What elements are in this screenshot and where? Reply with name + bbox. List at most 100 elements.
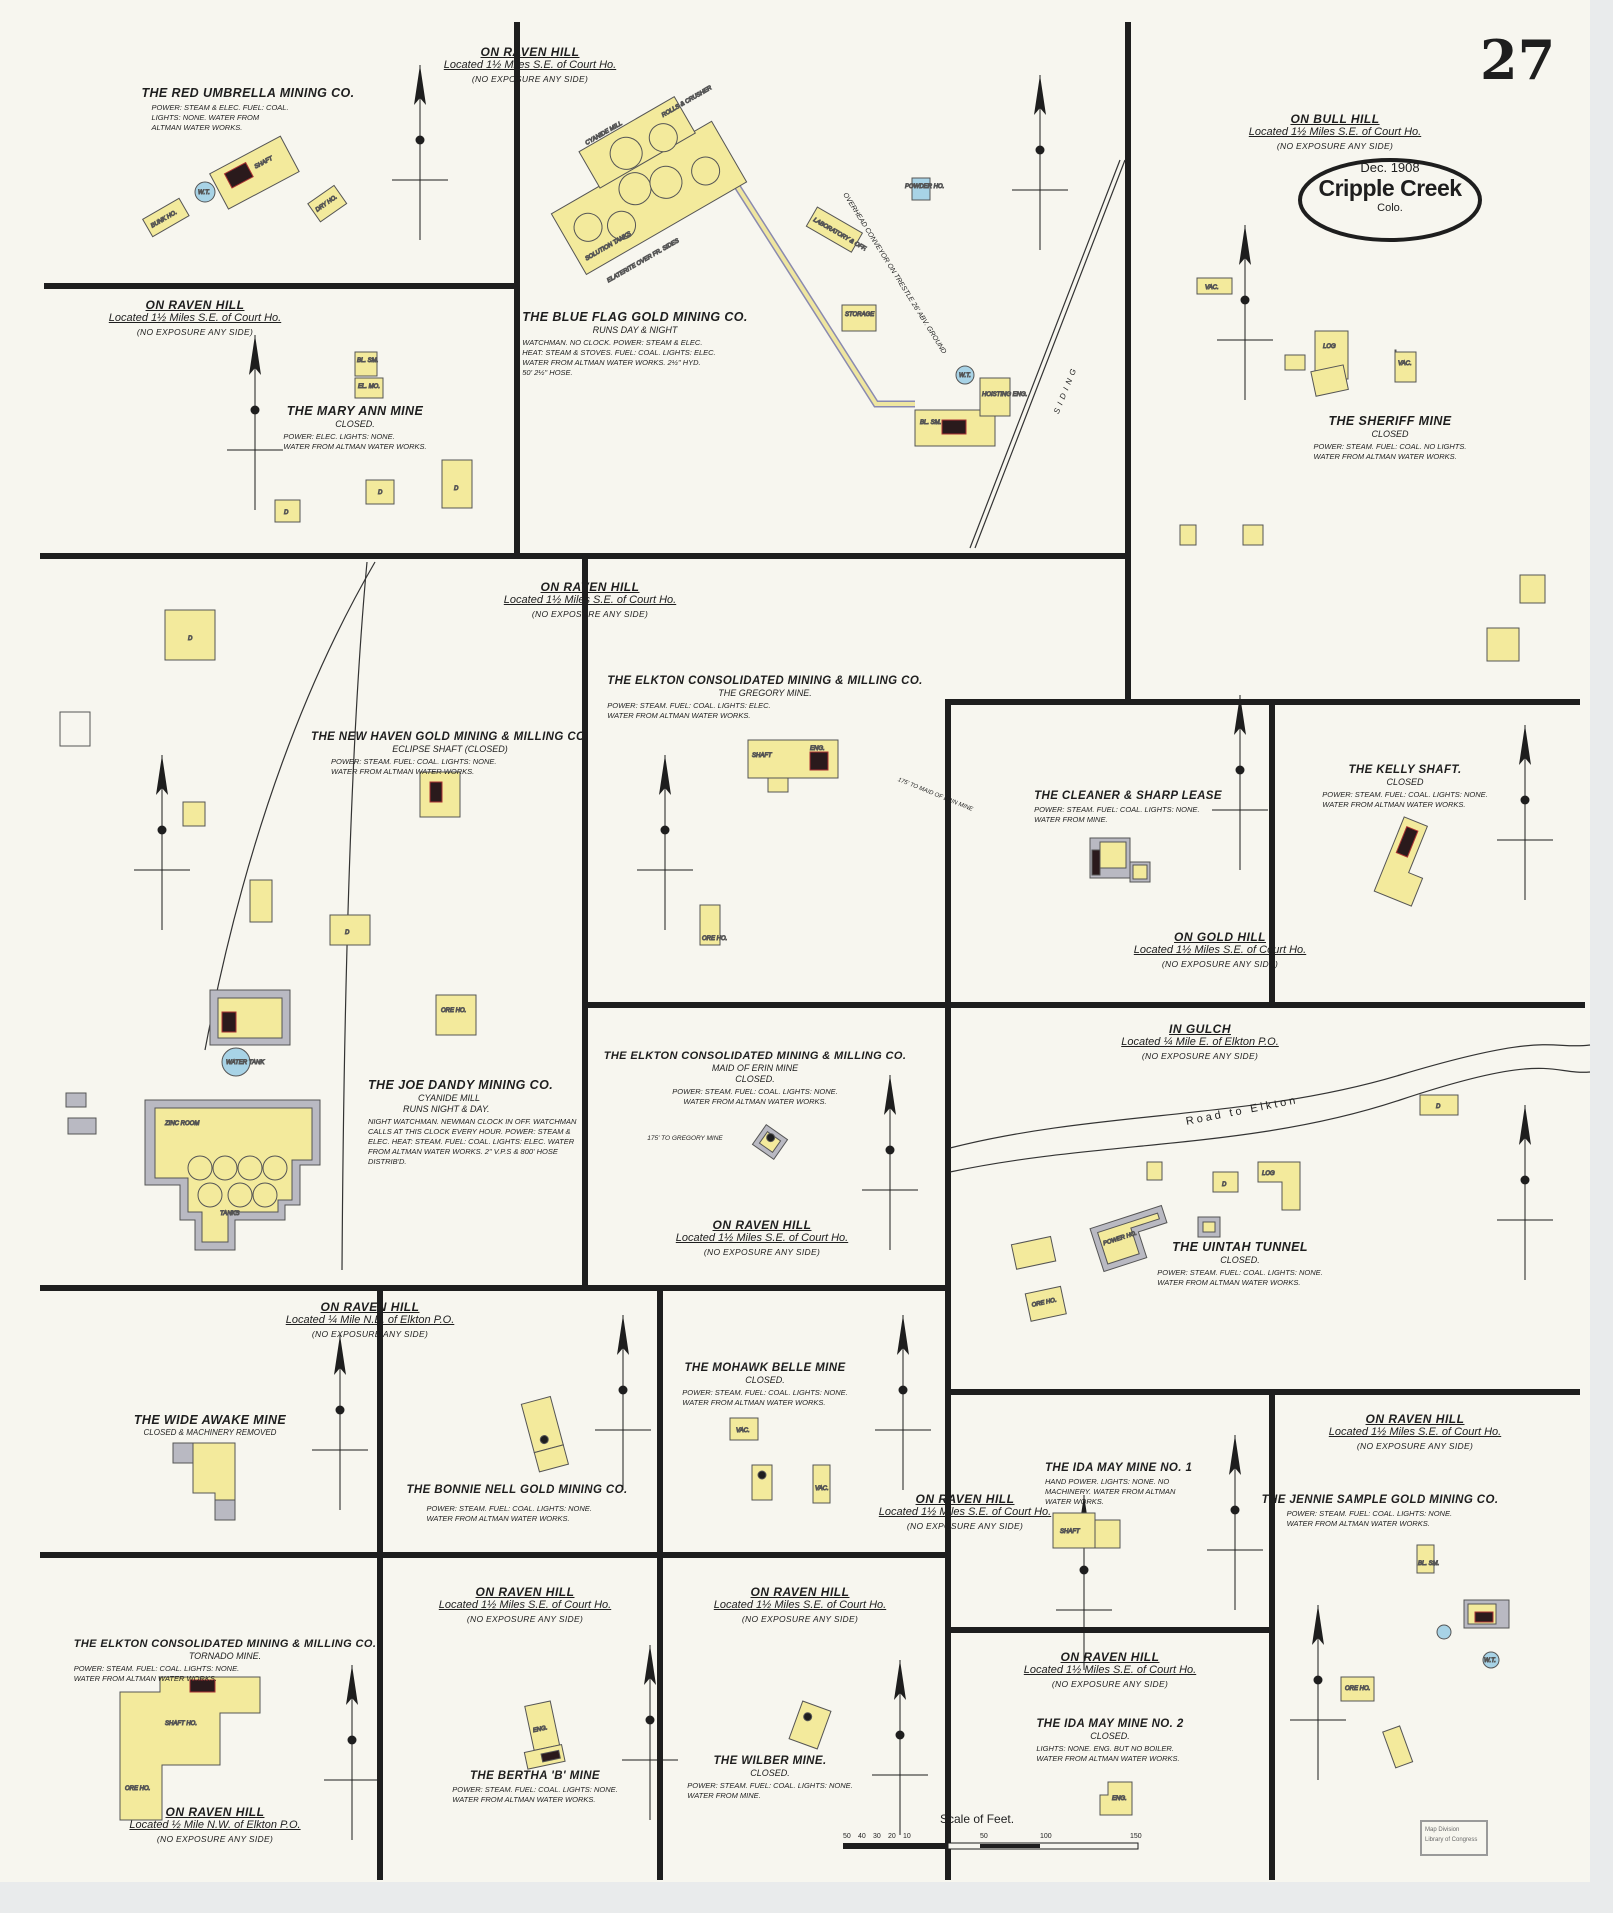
building-dwelling [441,459,473,509]
svg-text:D: D [378,490,383,496]
mine-notes: Watchman. No Clock. Power: Steam & Elec.… [522,338,716,377]
wilber-info: The Wilber Mine. Closed. Power: Steam. F… [687,1755,852,1801]
gregory-info: The Elkton Consolidated Mining & Milling… [607,675,923,721]
exposure: (No Exposure any Side) [1356,1441,1474,1451]
building-dry-house: Dry Ho. [307,184,348,223]
svg-text:Zinc Room: Zinc Room [164,1121,199,1127]
building-dwelling [365,479,395,505]
hill-name: On Raven Hill [712,1218,812,1232]
svg-text:Log: Log [1323,344,1336,350]
building-ore-house [1024,1285,1067,1322]
svg-text:Eng.: Eng. [810,746,825,752]
svg-text:Ore Ho.: Ore Ho. [441,1008,466,1014]
track-lines [204,159,1591,1271]
north-arrow-icon [1207,1435,1263,1610]
svg-text:El. Mo.: El. Mo. [358,384,380,390]
svg-text:Ore Ho.: Ore Ho. [702,936,727,942]
exposure: (No Exposure any Side) [136,327,254,337]
railway-track [341,561,368,1271]
mine-notes: Lights: None. Eng. but no Boiler. Water … [1036,1744,1180,1763]
exposure: (No Exposure any Side) [531,609,649,619]
building-bl-sm [354,351,378,377]
north-arrow-icon [875,1315,931,1490]
mine-title: The Red Umbrella Mining Co. [141,86,355,100]
scale-tick-label: 30 [873,1833,881,1840]
mine-notes: Power: Steam. Fuel: Coal. Lights: None. … [73,1664,240,1683]
maid-of-erin-info: The Elkton Consolidated Mining & Milling… [604,1050,907,1107]
north-arrow-icon [134,755,190,930]
north-arrow-icon [1290,1605,1346,1780]
mine-title: The Sheriff Mine [1328,414,1452,428]
hill-name: On Raven Hill [475,1585,575,1599]
hill-name: On Gold Hill [1173,930,1266,944]
mine-title: The Wilber Mine. [713,1755,827,1767]
siding-track [969,159,1121,549]
bonnie-nell-info: The Bonnie Nell Gold Mining Co. Power: S… [406,1484,627,1524]
building-ida-may-2 [1099,1781,1133,1816]
building-vacant [729,1417,759,1441]
svg-text:Bl. Sm.: Bl. Sm. [920,420,941,426]
mine-status: Closed. [750,1768,790,1778]
sheriff-info: The Sheriff Mine Closed Power: Steam. Fu… [1314,414,1467,462]
mine-status: Closed. [335,419,375,429]
svg-text:W.T.: W.T. [1484,1658,1496,1664]
mine-title: The New Haven Gold Mining & Milling Co. [311,731,589,743]
joe-dandy-info: The Joe Dandy Mining Co. Cyanide Mill Ru… [368,1078,576,1167]
scale-tick-label: 150 [1130,1833,1142,1840]
svg-text:Storage: Storage [845,312,875,318]
location: Located ¼ Mile E. of Elkton P.O. [1121,1036,1279,1048]
mine-title: The Elkton Consolidated Mining & Milling… [607,675,923,687]
svg-text:Bl. Sm.: Bl. Sm. [357,358,378,364]
building-el-mo [354,377,384,399]
paper-edge [1590,0,1613,1913]
building-storage [182,801,206,827]
building-dwelling [1419,1094,1459,1116]
mine-notes: Power: Steam. Fuel: Coal. Lights: None. … [1322,790,1488,809]
tornado-info: The Elkton Consolidated Mining & Milling… [74,1638,377,1684]
water-tank [955,365,975,385]
svg-text:D: D [345,930,350,936]
mine-title: The Joe Dandy Mining Co. [368,1078,554,1092]
location: Located 1½ Miles S.E. of Court Ho. [438,1599,612,1611]
header-raven-center: On Raven Hill Located 1½ Miles S.E. of C… [504,580,676,619]
mine-notes: Power: Steam. Fuel: Coal. Lights: None. … [1157,1268,1323,1287]
hill-name: On Raven Hill [915,1492,1015,1506]
mine-status: Closed. [1220,1255,1260,1265]
exposure: (No Exposure any Side) [311,1329,429,1339]
header-wide-awake: On Raven Hill Located ¼ Mile N.E. of Elk… [286,1300,455,1339]
scale-label: Scale of Feet. [940,1812,1015,1826]
exposure: (No Exposure any Side) [471,74,589,84]
exposure: (No Exposure any Side) [1276,141,1394,151]
mine-title: The Bonnie Nell Gold Mining Co. [406,1484,628,1496]
mine-title: The Ida May Mine No. 1 [1045,1462,1193,1474]
north-arrow-icon [595,1315,651,1490]
north-arrow-icon [312,1335,368,1510]
header-mary-ann: On Raven Hill Located 1½ Miles S.E. of C… [109,298,281,337]
mine-title: The Elkton Consolidated Mining & Milling… [603,1050,907,1062]
scale-tick-label: 50 [843,1833,851,1840]
building-dwelling [1010,1235,1057,1270]
mine-status: Closed. [745,1375,785,1385]
siding-track [974,159,1126,549]
north-arrow-icon [872,1660,928,1835]
svg-text:Eng.: Eng. [533,1725,549,1734]
svg-text:Vac.: Vac. [815,1486,829,1492]
north-arrow-icon [227,335,283,510]
hill-name: On Raven Hill [145,298,245,312]
jennie-sample-info: The Jennie Sample Gold Mining Co. Power:… [1262,1494,1499,1529]
mine-notes: Power: Elec. Lights: None. Water from Al… [283,432,427,451]
paper-bottom-edge [0,1882,1613,1913]
building-storage [841,304,877,332]
mine-notes: Power: Steam. Fuel: Coal. Lights: None. … [426,1504,592,1523]
building-ore-house [1340,1676,1375,1702]
svg-text:Ore Ho.: Ore Ho. [1345,1686,1370,1692]
scale-tick-label: 100 [1040,1833,1052,1840]
mine-notes: Power: Steam. Fuel: Coal. Lights: None. … [687,1781,853,1800]
svg-text:Eng.: Eng. [1112,1796,1127,1802]
wide-awake-info: The Wide Awake Mine Closed & Machinery R… [134,1413,286,1437]
svg-text:Shaft: Shaft [1060,1529,1081,1535]
water-tank [194,181,216,203]
location: Located 1½ Miles S.E. of Court Ho. [1248,126,1422,138]
north-arrow-icon [637,755,693,930]
